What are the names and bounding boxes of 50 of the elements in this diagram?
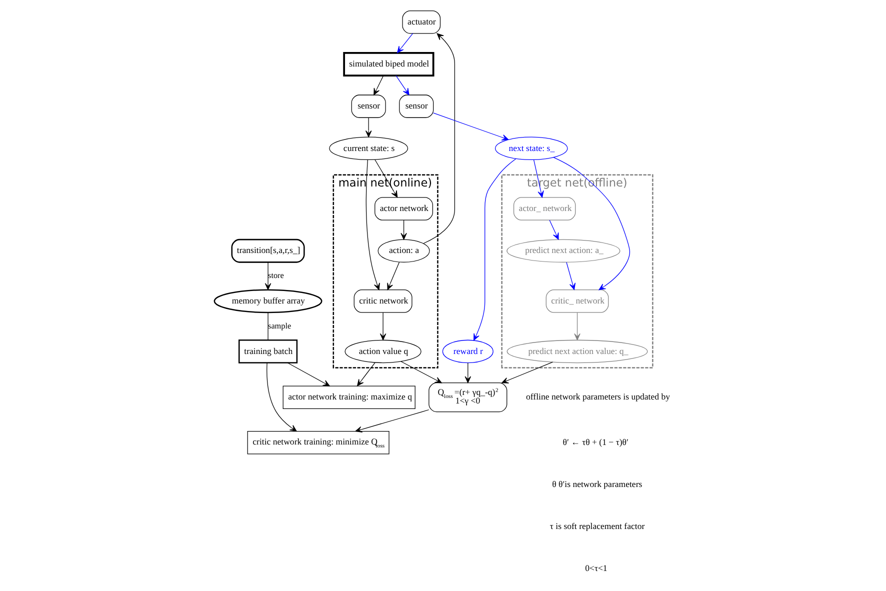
label: offline network parameters is updated by xyxy=(526,392,670,402)
arrow xyxy=(566,262,576,290)
arrow xyxy=(574,312,580,340)
arrow xyxy=(548,220,558,240)
node-box: transition[s,a,r,s_] xyxy=(230,238,304,263)
arrow xyxy=(365,159,380,290)
arrow xyxy=(400,220,406,240)
arrow xyxy=(501,362,553,384)
node-ellipse: current state: s xyxy=(328,136,408,160)
arrow xyxy=(266,362,296,432)
arrow xyxy=(264,262,271,290)
node-ellipse: next state: s_ xyxy=(494,136,568,160)
node-ellipse: memory buffer array xyxy=(213,289,322,314)
arrow xyxy=(386,262,400,290)
node-box: sensor xyxy=(398,94,434,118)
node-box: simulated biped model xyxy=(342,52,434,76)
arrow xyxy=(552,157,630,290)
node-box: sensor xyxy=(350,94,386,118)
arrow xyxy=(422,33,455,244)
node-box: Q$_{loss}$ =(r+ γq_-q)$^{2}$ 1<γ <0 xyxy=(428,382,507,412)
label: θ θ′is network parameters xyxy=(552,479,642,490)
arrow xyxy=(379,312,386,340)
label: τ is soft replacement factor xyxy=(549,521,644,532)
label: θ′ ← τθ + (1 − τ)θ′ xyxy=(562,436,628,447)
arrow xyxy=(464,362,471,384)
node-box: actor network training: maximize q xyxy=(282,386,415,409)
node-box: actor_ network xyxy=(512,197,576,220)
node-ellipse: predict next action: a_ xyxy=(506,239,620,262)
arrow xyxy=(400,361,442,384)
node-box: critic network xyxy=(353,290,412,313)
arrow xyxy=(354,409,429,432)
node-ellipse: action value q xyxy=(344,340,421,364)
label: 0<τ<1 xyxy=(584,563,607,574)
arrow xyxy=(286,362,330,386)
arrow xyxy=(396,33,413,54)
node-ellipse: predict next action value: q_ xyxy=(506,340,648,364)
arrow xyxy=(373,75,384,96)
node-box: actuator xyxy=(402,10,440,34)
arrow xyxy=(432,112,508,140)
node-box: training batch xyxy=(238,340,298,364)
node-box: critic network training: minimize Q$_{loss}$ xyxy=(246,430,389,454)
node-box: actor network xyxy=(374,197,433,220)
node-box: critic_ network xyxy=(545,290,608,313)
arrow xyxy=(473,158,516,341)
connector xyxy=(267,312,268,340)
node-ellipse: action: a xyxy=(377,239,430,262)
arrow xyxy=(395,75,409,96)
node-ellipse: reward r xyxy=(442,340,493,364)
arrow xyxy=(364,117,372,138)
arrow xyxy=(356,362,375,386)
